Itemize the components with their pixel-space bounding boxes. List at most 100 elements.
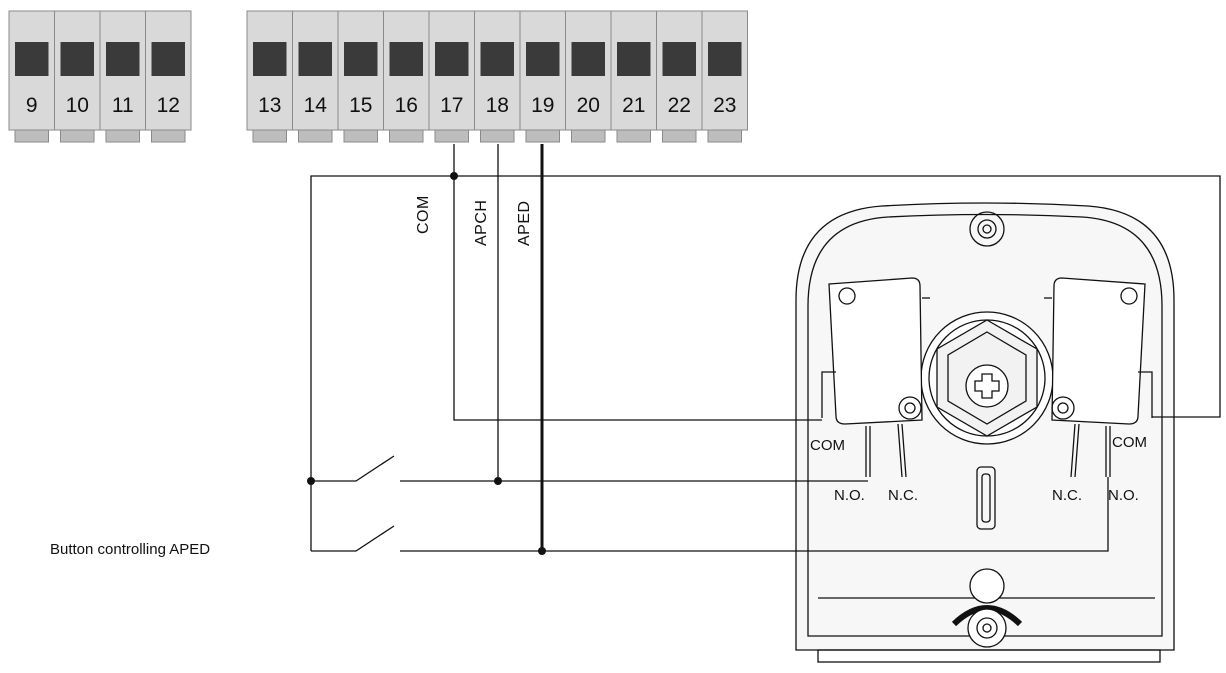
microswitch-right-com-tab — [1138, 371, 1153, 418]
terminal-foot — [662, 129, 697, 143]
switch-right-com-label: COM — [1112, 434, 1147, 451]
terminal-screw-hole — [298, 42, 332, 76]
junction-aped — [538, 547, 546, 555]
microswitch-left-hole-bottom — [898, 396, 922, 420]
phillips-screw-head — [965, 364, 1009, 408]
wire-com — [453, 144, 822, 421]
terminal-12: 12 — [145, 10, 192, 143]
terminal-21: 21 — [610, 10, 657, 143]
terminal-screw-hole — [151, 42, 185, 76]
microswitch-left-hole-top — [838, 287, 856, 305]
terminal-number: 19 — [531, 94, 554, 117]
terminal-foot — [707, 129, 742, 143]
microswitch-left-nc-pin-b — [901, 423, 907, 478]
terminal-screw-hole — [435, 42, 469, 76]
wire-label-aped: APED — [516, 200, 533, 246]
terminal-14: 14 — [292, 10, 339, 143]
adjust-slot-inner — [981, 473, 991, 523]
terminal-23: 23 — [701, 10, 748, 143]
microswitch-left-com-tab — [821, 371, 836, 418]
terminal-screw-hole — [106, 42, 140, 76]
microswitch-right-nc-pin-b — [1074, 423, 1080, 478]
terminal-foot — [480, 129, 515, 143]
housing-inner — [807, 213, 1163, 637]
terminal-screw-hole — [60, 42, 94, 76]
microswitch-left-hole-bottom-inner — [904, 402, 916, 414]
terminal-20: 20 — [565, 10, 612, 143]
cable-gland-saddle — [951, 605, 1023, 627]
terminal-foot — [389, 129, 424, 143]
terminal-screw-hole — [15, 42, 49, 76]
microswitch-left-body — [828, 277, 923, 425]
cable-gland-outer — [967, 608, 1007, 648]
adjust-slot — [976, 466, 996, 530]
cable-gland-top — [969, 568, 1005, 604]
terminal-block-right: 13 14 15 16 17 18 19 20 21 22 23 — [246, 10, 748, 143]
hex-nut-inner — [947, 331, 1027, 425]
terminal-screw-hole — [344, 42, 378, 76]
phillips-cross-icon — [974, 373, 1000, 399]
terminal-foot — [252, 129, 287, 143]
cable-gland-inner — [982, 623, 992, 633]
top-screw-outer — [969, 211, 1005, 247]
microswitch-right-hole-top — [1120, 287, 1138, 305]
terminal-foot — [525, 129, 560, 143]
terminal-screw-hole — [389, 42, 423, 76]
switch-right-no-label: N.O. — [1108, 487, 1139, 504]
terminal-number: 11 — [112, 94, 134, 117]
terminal-number: 21 — [622, 94, 645, 117]
junction-dots — [307, 172, 546, 555]
wire-loop-top — [310, 175, 1221, 551]
terminal-number: 16 — [395, 94, 418, 117]
terminal-13: 13 — [246, 10, 293, 143]
terminal-19: 19 — [519, 10, 566, 143]
microswitch-right — [1044, 277, 1153, 478]
top-screw-inner — [982, 224, 992, 234]
microswitch-right-hole-bottom-inner — [1057, 402, 1069, 414]
terminal-15: 15 — [337, 10, 384, 143]
terminal-number: 22 — [668, 94, 691, 117]
terminal-10: 10 — [54, 10, 101, 143]
junction-button-upper — [307, 477, 315, 485]
terminal-number: 10 — [66, 94, 89, 117]
terminal-18: 18 — [474, 10, 521, 143]
terminal-foot — [60, 129, 95, 143]
terminal-number: 14 — [304, 94, 328, 117]
switch-left-nc-label: N.C. — [888, 487, 918, 504]
terminal-screw-hole — [480, 42, 514, 76]
terminal-foot — [434, 129, 469, 143]
switch-right-nc-label: N.C. — [1052, 487, 1082, 504]
terminal-number: 15 — [349, 94, 372, 117]
microswitch-left-nc-pin — [897, 423, 903, 478]
button-upper-wire — [311, 455, 395, 482]
terminal-number: 20 — [577, 94, 600, 117]
limit-switch-housing — [795, 202, 1175, 663]
terminal-number: 12 — [157, 94, 180, 117]
housing-base-plate — [817, 649, 1161, 663]
terminal-foot — [571, 129, 606, 143]
terminal-foot — [105, 129, 140, 143]
junction-com-top — [450, 172, 458, 180]
switch-left-com-label: COM — [810, 437, 845, 454]
microswitch-right-body — [1051, 277, 1146, 425]
terminal-screw-hole — [253, 42, 287, 76]
terminal-22: 22 — [656, 10, 703, 143]
wire-label-com: COM — [415, 195, 432, 234]
top-screw-mid — [977, 219, 997, 239]
microswitch-left — [821, 277, 930, 478]
terminal-number: 18 — [486, 94, 509, 117]
terminal-screw-hole — [662, 42, 696, 76]
terminal-screw-hole — [526, 42, 560, 76]
terminal-number: 13 — [258, 94, 281, 117]
wire-aped-return — [542, 477, 1109, 552]
terminal-foot — [298, 129, 333, 143]
wire-label-apch: APCH — [473, 200, 490, 246]
switch-left-no-label: N.O. — [834, 487, 865, 504]
microswitch-right-hole-bottom — [1051, 396, 1075, 420]
terminal-number: 23 — [713, 94, 736, 117]
terminal-foot — [343, 129, 378, 143]
terminal-screw-hole — [708, 42, 742, 76]
terminal-17: 17 — [428, 10, 475, 143]
